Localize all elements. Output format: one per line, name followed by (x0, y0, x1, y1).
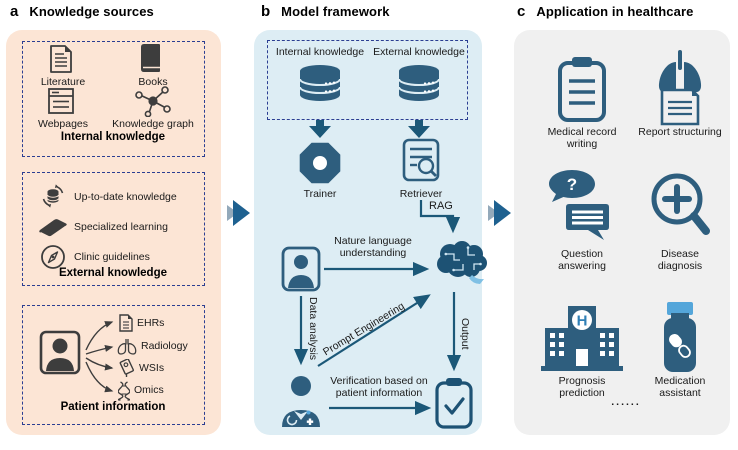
question-answering-label: Question answering (558, 248, 606, 272)
chevron-a-to-b-icon (227, 200, 250, 226)
webpages-icon (48, 88, 74, 114)
internal-db-arrow (309, 120, 331, 138)
nlu-label: Nature language understanding (334, 235, 412, 259)
report-structuring-icon (658, 50, 702, 126)
header-a-letter: a (10, 3, 19, 20)
header-c: c Application in healthcare (517, 3, 693, 20)
header-b-title: Model framework (281, 4, 390, 19)
header-c-title: Application in healthcare (536, 4, 694, 19)
external-knowledge-source-label: External knowledge (373, 46, 465, 58)
clinic-guidelines-label: Clinic guidelines (74, 251, 150, 263)
rag-arrow (419, 200, 461, 234)
internal-database-icon (299, 65, 341, 101)
data-analysis-label: Data analysis (307, 297, 319, 361)
rag-label: RAG (429, 200, 453, 212)
omics-icon (118, 381, 130, 401)
literature-label: Literature (40, 76, 86, 88)
medical-record-icon (558, 57, 606, 122)
internal-knowledge-box (22, 41, 205, 157)
external-db-arrow (408, 120, 430, 138)
internal-knowledge-title: Internal knowledge (60, 131, 166, 143)
framework-arrows (293, 120, 462, 416)
patient-icon (39, 330, 81, 375)
knowledge-graph-label: Knowledge graph (112, 118, 194, 130)
specialized-learning-label: Specialized learning (74, 221, 168, 233)
books-label: Books (138, 76, 168, 88)
disease-diagnosis-icon (651, 173, 710, 235)
panel-model-framework: Internal knowledge External knowledge (254, 30, 487, 435)
header-a-title: Knowledge sources (29, 4, 154, 19)
header-b: b Model framework (261, 3, 390, 20)
wsi-icon (119, 359, 134, 377)
omics-label: Omics (134, 384, 164, 396)
verification-label: Verification based on patient informatio… (330, 375, 428, 399)
knowledge-sources-box (267, 40, 468, 120)
retriever-icon (402, 138, 440, 182)
prompt-arrow (317, 294, 431, 367)
chevron-b-to-c-icon (488, 200, 511, 226)
wsi-label: WSIs (139, 362, 165, 374)
patient-information-box (22, 305, 205, 425)
prognosis-prediction-icon: H (541, 306, 623, 371)
external-knowledge-title: External knowledge (58, 267, 167, 279)
medical-record-writing-label: Medical record writing (547, 126, 617, 150)
user-icon (281, 246, 321, 292)
report-structuring-label: Report structuring (638, 126, 722, 138)
brain-icon (437, 241, 487, 284)
header-a: a Knowledge sources (10, 3, 154, 20)
header-b-letter: b (261, 3, 271, 20)
trainer-icon (299, 142, 341, 184)
up-to-date-knowledge-label: Up-to-date knowledge (74, 191, 177, 203)
question-mark-glyph: ? (567, 175, 577, 194)
literature-icon (50, 45, 72, 73)
ehr-icon (119, 314, 133, 332)
prognosis-prediction-label: Prognosis prediction (558, 375, 606, 399)
webpages-label: Webpages (37, 118, 88, 130)
internal-knowledge-source-label: Internal knowledge (275, 46, 365, 58)
up-to-date-knowledge-icon (42, 184, 64, 208)
clipboard-check-icon (435, 378, 473, 429)
ehr-label: EHRs (137, 317, 165, 329)
question-answering-icon: ? (549, 170, 609, 240)
radiology-icon (117, 339, 137, 355)
doctor-icon (282, 376, 320, 427)
panel-knowledge-sources: Literature Books Webpages Knowledge grap… (6, 30, 221, 435)
more-apps-label: ...... (611, 396, 641, 408)
panel-application-healthcare: Medical record writing Report structurin… (514, 30, 730, 435)
header-c-letter: c (517, 3, 526, 20)
disease-diagnosis-label: Disease diagnosis (657, 248, 703, 272)
hospital-h-glyph: H (577, 313, 588, 330)
radiology-label: Radiology (141, 340, 188, 352)
external-knowledge-box (22, 172, 205, 286)
trainer-label: Trainer (303, 188, 337, 200)
knowledge-graph-icon (135, 86, 171, 117)
specialized-learning-icon (39, 219, 67, 238)
books-icon (141, 44, 160, 72)
output-label: Output (459, 318, 471, 350)
retriever-label: Retriever (399, 188, 443, 200)
patient-fan-arrows (85, 321, 114, 393)
external-database-icon (398, 65, 440, 101)
medication-assistant-label: Medication assistant (654, 375, 706, 399)
medication-assistant-icon (664, 302, 696, 372)
patient-information-title: Patient information (60, 401, 166, 413)
clinic-guidelines-icon (41, 245, 65, 269)
